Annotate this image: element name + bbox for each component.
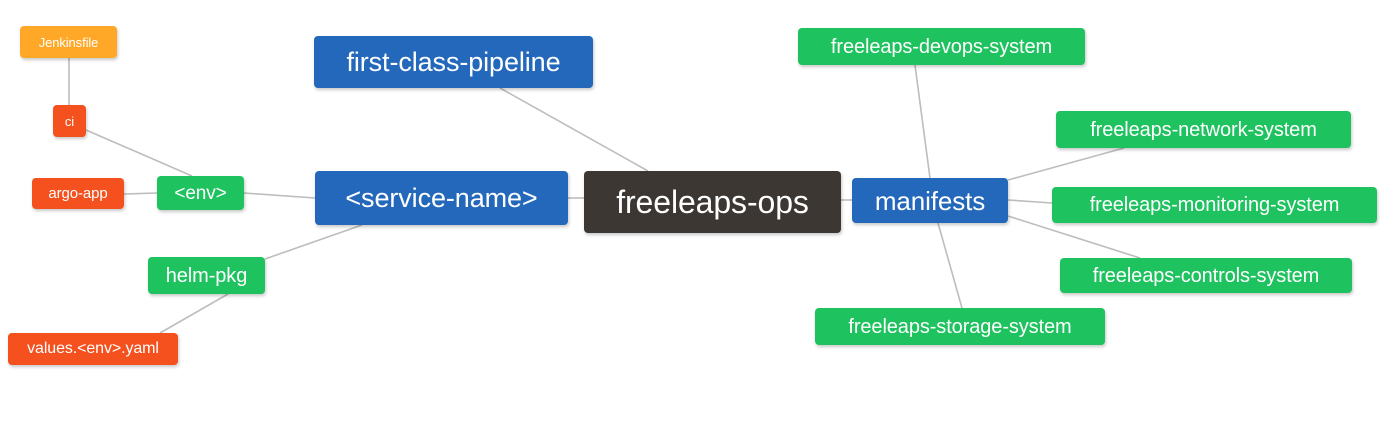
edge-manifests-to-freeleaps-storage-system	[937, 222, 963, 309]
node-label: freeleaps-network-system	[1090, 118, 1317, 141]
node-first-class-pipeline[interactable]: first-class-pipeline	[314, 36, 593, 88]
node-values-yaml[interactable]: values.<env>.yaml	[8, 333, 178, 365]
edge-env-to-service-name	[243, 192, 316, 199]
node-freeleaps-storage-system[interactable]: freeleaps-storage-system	[815, 308, 1105, 345]
node-label: freeleaps-devops-system	[830, 35, 1053, 58]
edge-values-yaml-to-helm-pkg	[159, 293, 229, 334]
edge-ci-to-env	[85, 129, 193, 177]
node-label: freeleaps-controls-system	[1092, 264, 1320, 287]
node-label: values.<env>.yaml	[27, 340, 159, 357]
node-label: helm-pkg	[165, 264, 248, 287]
edge-manifests-to-freeleaps-devops-system	[914, 64, 931, 179]
node-argo-app[interactable]: argo-app	[32, 178, 124, 209]
node-label: argo-app	[48, 185, 108, 202]
node-freeleaps-controls-system[interactable]: freeleaps-controls-system	[1060, 258, 1352, 293]
node-freeleaps-ops[interactable]: freeleaps-ops	[584, 171, 841, 233]
node-label: freeleaps-monitoring-system	[1089, 194, 1340, 216]
node-label: Jenkinsfile	[38, 34, 99, 50]
node-ci[interactable]: ci	[53, 105, 86, 137]
node-freeleaps-devops-system[interactable]: freeleaps-devops-system	[798, 28, 1085, 65]
node-manifests[interactable]: manifests	[852, 178, 1008, 223]
node-label: freeleaps-storage-system	[848, 315, 1072, 338]
node-label: first-class-pipeline	[346, 46, 561, 77]
node-label: ci	[64, 113, 75, 129]
node-jenkinsfile[interactable]: Jenkinsfile	[20, 26, 117, 58]
node-freeleaps-network-system[interactable]: freeleaps-network-system	[1056, 111, 1351, 148]
node-env[interactable]: <env>	[157, 176, 244, 210]
edge-argo-app-to-env	[123, 192, 158, 195]
edge-first-class-pipeline-to-freeleaps-ops	[499, 87, 649, 172]
node-freeleaps-monitoring-system[interactable]: freeleaps-monitoring-system	[1052, 187, 1377, 223]
node-label: <env>	[174, 182, 227, 204]
node-label: manifests	[874, 185, 986, 216]
edge-manifests-to-freeleaps-monitoring-system	[1007, 199, 1053, 204]
edge-helm-pkg-to-service-name	[264, 224, 363, 260]
edge-manifests-to-freeleaps-network-system	[1007, 147, 1125, 181]
node-label: freeleaps-ops	[616, 184, 809, 220]
node-helm-pkg[interactable]: helm-pkg	[148, 257, 265, 294]
node-service-name[interactable]: <service-name>	[315, 171, 568, 225]
node-label: <service-name>	[345, 182, 538, 213]
